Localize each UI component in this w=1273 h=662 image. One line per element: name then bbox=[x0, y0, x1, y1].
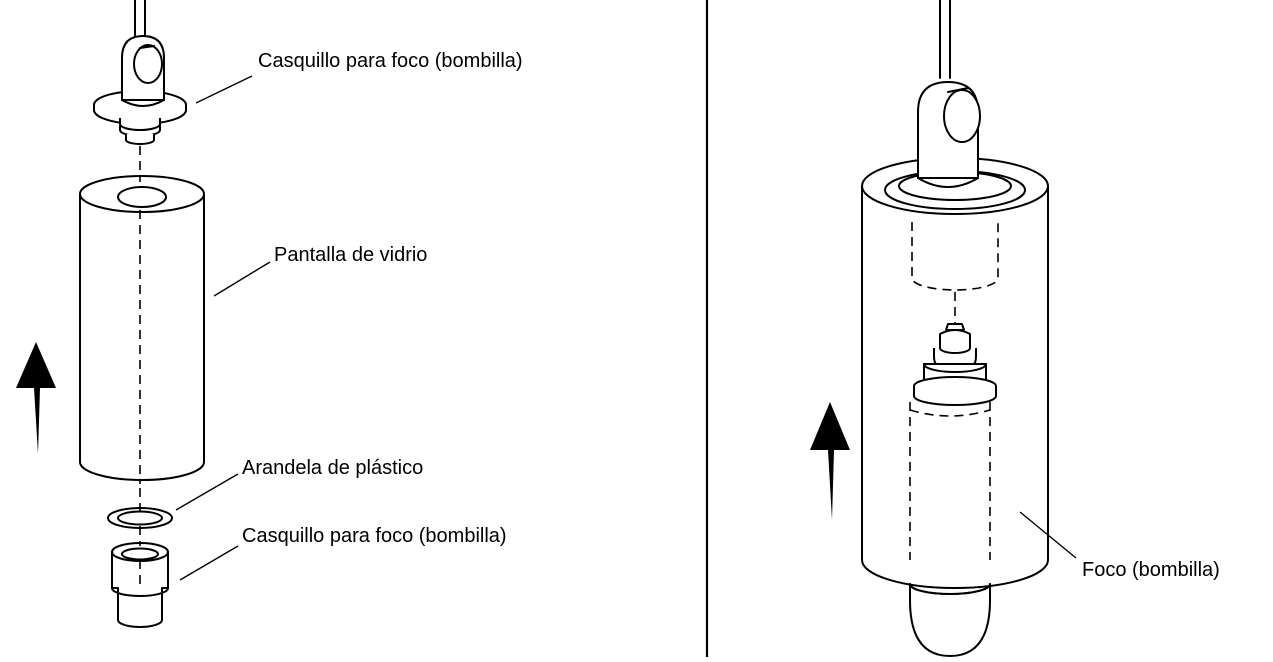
hanger-bracket bbox=[917, 81, 981, 188]
hanging-cord-right bbox=[939, 0, 951, 79]
plastic-washer-label: Arandela de plástico bbox=[242, 457, 423, 479]
up-arrow-icon-right bbox=[810, 402, 850, 520]
glass-shade-label: Pantalla de vidrio bbox=[274, 244, 427, 266]
upper-socket-label: Casquillo para foco (bombilla) bbox=[258, 50, 523, 72]
up-arrow-icon bbox=[16, 342, 56, 454]
bulb-glass bbox=[909, 402, 991, 560]
bulb-label: Foco (bombilla) bbox=[1082, 559, 1220, 581]
exploded-view-panel: Casquillo para foco (bombilla) Pantalla … bbox=[16, 0, 523, 628]
glass-shade-part bbox=[79, 175, 205, 481]
assembled-view-panel: Foco (bombilla) bbox=[810, 0, 1220, 657]
bulb-base bbox=[913, 323, 997, 406]
upper-socket-part bbox=[93, 35, 187, 145]
lower-socket-part bbox=[111, 542, 169, 628]
hanging-cord bbox=[134, 0, 146, 43]
bulb-leader-line bbox=[1019, 511, 1077, 559]
plastic-washer-part bbox=[107, 507, 173, 529]
hidden-socket bbox=[911, 222, 999, 326]
lower-socket-label: Casquillo para foco (bombilla) bbox=[242, 525, 507, 547]
leader-lines-left bbox=[175, 75, 271, 581]
